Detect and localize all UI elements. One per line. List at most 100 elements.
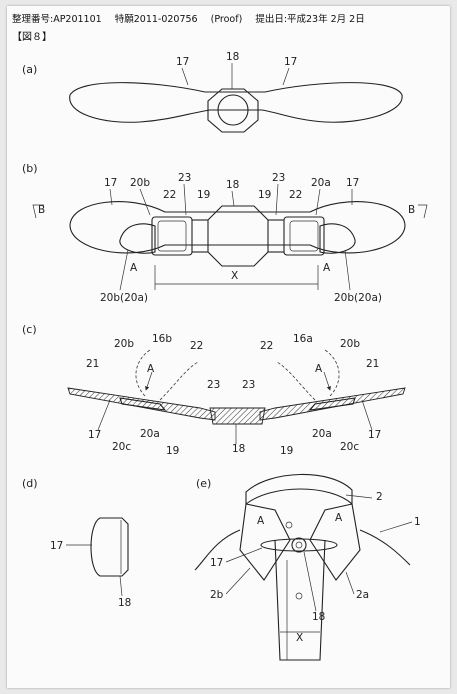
section-arrow [32, 204, 44, 219]
panel-b: (b) X B B 17 20b [22, 162, 428, 304]
collar-right-wing [309, 503, 361, 581]
panel-c: (c) 20b 16b 22 21 A 23 17 20a [22, 323, 406, 457]
panel-a: (a) 17 18 17 [22, 51, 403, 133]
leader-line [303, 551, 317, 612]
button-holder-octagon [207, 88, 259, 133]
leader-line [345, 494, 373, 499]
panel-e-label: (e) [196, 477, 211, 490]
label-16a: 16a [293, 333, 313, 345]
document-header: 整理番号:AP201101 特願2011-020756 (Proof) 提出日:… [12, 11, 445, 25]
label-20a: 20a [312, 428, 332, 440]
label-19: 19 [258, 189, 271, 201]
section-arrow [418, 204, 428, 219]
panel-b-label: (b) [22, 162, 38, 175]
label-18: 18 [226, 179, 239, 191]
arrow [145, 371, 153, 391]
panel-d-label: (d) [22, 477, 38, 490]
figure-reference: 【図８】 [12, 32, 52, 43]
label-a: A [130, 262, 138, 274]
label-17-right: 17 [284, 56, 297, 68]
leader-line [315, 188, 321, 216]
label-23: 23 [207, 379, 220, 391]
collar-left-wing [239, 503, 291, 581]
label-18: 18 [118, 597, 131, 609]
label-20a: 20a [311, 177, 331, 189]
label-18: 18 [226, 51, 239, 63]
label-19: 19 [280, 445, 293, 457]
leader-line [275, 183, 279, 216]
button-hole-ring [217, 94, 249, 126]
label-20b: 20b [340, 338, 360, 350]
panel-c-label: (c) [22, 323, 37, 336]
label-17: 17 [346, 177, 359, 189]
motion-path [159, 361, 199, 401]
drawing-canvas: (a) 17 18 17 (b) [22, 51, 428, 661]
holder-side-view [90, 517, 129, 577]
label-21: 21 [366, 358, 379, 370]
label-20b-20a-right: 20b(20a) [334, 292, 382, 304]
label-20c: 20c [112, 441, 131, 453]
leader-line [109, 188, 113, 206]
leader-line [97, 399, 111, 431]
label-20c: 20c [340, 441, 359, 453]
leader-line [139, 188, 151, 216]
collar-band [245, 473, 353, 506]
patent-drawing-page: 整理番号:AP201101 特願2011-020756 (Proof) 提出日:… [7, 6, 450, 688]
label-17: 17 [104, 177, 117, 189]
label-b-left: B [38, 204, 45, 216]
leader-line [225, 547, 263, 563]
label-2b: 2b [210, 589, 224, 601]
leader-line [183, 183, 187, 216]
label-1: 1 [414, 516, 421, 528]
slider-right-inner [289, 220, 319, 252]
label-18: 18 [232, 443, 245, 455]
label-17-left: 17 [176, 56, 189, 68]
label-20b-20a-left: 20b(20a) [100, 292, 148, 304]
label-x: X [296, 632, 303, 644]
leader-line [361, 399, 373, 431]
leader-line [345, 571, 355, 595]
collar-stay-outline [69, 82, 403, 123]
collar-button [291, 537, 307, 553]
leader-line [231, 190, 235, 207]
shoulder-line-right [359, 529, 411, 566]
label-a: A [257, 515, 265, 527]
button-holder-octagon-b [207, 205, 269, 267]
pocket-right [319, 223, 356, 254]
slider-left-inner [157, 220, 187, 252]
motion-path [276, 361, 316, 401]
proof-mark: (Proof) [210, 14, 243, 25]
label-22: 22 [190, 340, 203, 352]
label-a: A [335, 512, 343, 524]
label-20b: 20b [114, 338, 134, 350]
label-17: 17 [50, 540, 63, 552]
label-16b: 16b [152, 333, 172, 345]
application-number: 特願2011-020756 [114, 14, 198, 25]
label-19: 19 [197, 189, 210, 201]
holder-section [209, 407, 266, 425]
label-23: 23 [272, 172, 285, 184]
reference-number: 整理番号:AP201101 [12, 14, 102, 25]
button-icon [285, 521, 293, 529]
label-x: X [231, 270, 238, 282]
stay-right-section [259, 387, 406, 421]
label-17: 17 [210, 557, 223, 569]
collar-button-center [295, 541, 303, 549]
leader-line [344, 249, 351, 291]
filing-date: 提出日:平成23年 2月 2日 [255, 14, 365, 25]
pocket-left [119, 223, 156, 254]
label-2: 2 [376, 491, 383, 503]
panel-d: (d) 17 18 [22, 477, 131, 609]
leader-line [119, 575, 123, 597]
label-20b: 20b [130, 177, 150, 189]
clip-left [119, 397, 167, 411]
leader-line [282, 67, 290, 86]
label-23: 23 [242, 379, 255, 391]
label-a: A [323, 262, 331, 274]
slider-right [283, 216, 325, 256]
leader-line [119, 249, 129, 291]
panel-a-label: (a) [22, 63, 37, 76]
motion-path [135, 349, 151, 397]
shoulder-line-left [194, 529, 241, 571]
label-21: 21 [86, 358, 99, 370]
